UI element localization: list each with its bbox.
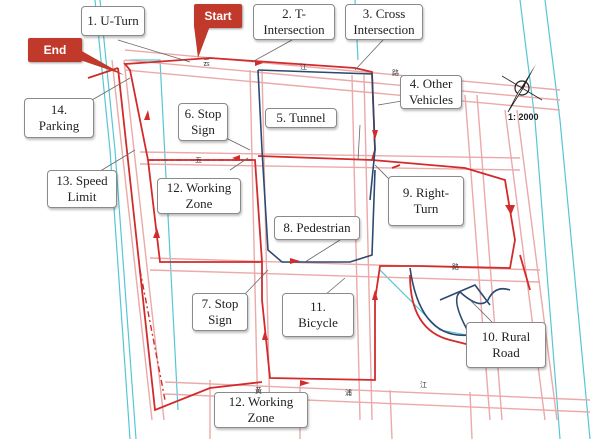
callout-t-intersection: 2. T- Intersection — [253, 4, 335, 40]
callout-speed-limit: 13. Speed Limit — [47, 170, 117, 208]
callout-stop-sign-top: 6. Stop Sign — [178, 103, 228, 141]
canals — [94, 0, 591, 439]
street-label: 路 — [452, 263, 459, 271]
rural-route — [409, 274, 471, 346]
start-flag-pointer — [194, 26, 210, 58]
street-label: 五 — [195, 156, 202, 164]
callout-pedestrian: 8. Pedestrian — [274, 216, 360, 240]
callout-right-turn: 9. Right- Turn — [388, 176, 464, 226]
street-label: 江 — [420, 381, 427, 389]
callout-working-zone-bottom: 12. Working Zone — [214, 392, 308, 428]
street-label: 云 — [203, 59, 210, 67]
alt-route — [257, 69, 511, 337]
route-arrows — [144, 60, 515, 386]
street-label: 江 — [300, 63, 307, 71]
working-zone-route — [139, 159, 255, 401]
street-label: 黄 — [255, 387, 262, 395]
callout-parking: 14. Parking — [24, 98, 94, 138]
scale-label: 1: 2000 — [508, 112, 539, 122]
callout-cross-intersection: 3. Cross Intersection — [345, 4, 423, 40]
street-label: 路 — [392, 69, 399, 77]
callout-working-zone-mid: 12. Working Zone — [157, 178, 241, 214]
callout-stop-sign-bottom: 7. Stop Sign — [192, 293, 248, 331]
callout-other-vehicles: 4. Other Vehicles — [400, 75, 462, 109]
callout-tunnel: 5. Tunnel — [265, 108, 337, 128]
end-flag: End — [28, 38, 82, 62]
start-flag: Start — [194, 4, 242, 28]
callout-u-turn: 1. U-Turn — [81, 6, 145, 36]
end-flag-pointer — [80, 50, 124, 75]
street-label: 浦 — [345, 389, 352, 397]
callout-rural-road: 10. Rural Road — [466, 322, 546, 368]
north-arrow-icon — [501, 64, 543, 113]
callout-bicycle: 11. Bicycle — [282, 293, 354, 337]
